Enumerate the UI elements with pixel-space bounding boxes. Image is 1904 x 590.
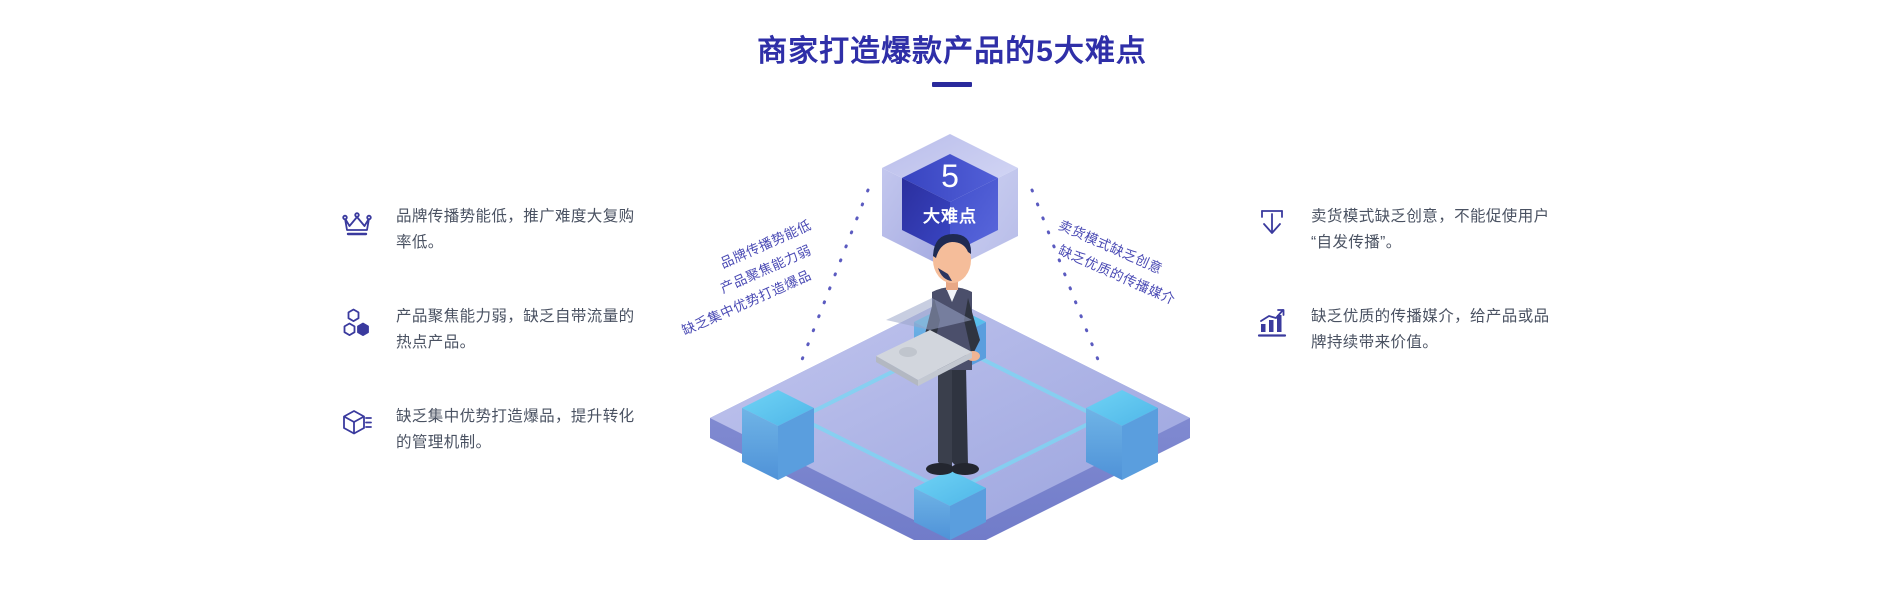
pillar-left <box>742 390 814 480</box>
hexagon-cluster-icon <box>340 306 374 340</box>
feature-item-label: 产品聚焦能力弱，缺乏自带流量的热点产品。 <box>396 308 635 351</box>
isometric-illustration <box>680 170 1220 540</box>
hexagon-badge-shape <box>882 134 1018 270</box>
feature-item-media-channel: 缺乏优质的传播媒介，给产品或品牌持续带来价值。 <box>1255 304 1585 356</box>
badge-number: 5 <box>941 158 959 194</box>
hexagon-badge: 5 大难点 <box>855 130 1045 290</box>
pillar-front <box>914 470 986 540</box>
feature-item-brand-reach: 品牌传播势能低，推广难度大复购率低。 <box>340 204 670 256</box>
badge-caption: 大难点 <box>923 207 977 226</box>
shoe-left <box>926 463 954 475</box>
feature-item-label: 品牌传播势能低，推广难度大复购率低。 <box>396 208 635 251</box>
feature-item-label: 缺乏优质的传播媒介，给产品或品牌持续带来价值。 <box>1311 308 1550 351</box>
connector-dots-left <box>796 188 870 372</box>
shoe-right <box>951 463 979 475</box>
feature-item-label: 缺乏集中优势打造爆品，提升转化的管理机制。 <box>396 408 635 451</box>
right-feature-column: 卖货模式缺乏创意，不能促使用户“自发传播”。 缺乏优质的传播媒介，给产品或品牌持… <box>1255 204 1585 404</box>
bar-chart-growth-icon <box>1255 306 1289 340</box>
title-underline-rule <box>932 82 972 87</box>
isometric-scene <box>710 188 1190 540</box>
feature-item-management-mechanism: 缺乏集中优势打造爆品，提升转化的管理机制。 <box>340 404 670 456</box>
title-block: 商家打造爆款产品的5大难点 <box>0 34 1904 87</box>
crown-icon <box>340 206 374 240</box>
download-arrow-icon <box>1255 206 1289 240</box>
feature-item-product-focus: 产品聚焦能力弱，缺乏自带流量的热点产品。 <box>340 304 670 356</box>
laptop <box>876 298 972 386</box>
box-list-icon <box>340 406 374 440</box>
connector-dots-right <box>1030 188 1104 372</box>
feature-item-label: 卖货模式缺乏创意，不能促使用户“自发传播”。 <box>1311 208 1550 251</box>
left-feature-column: 品牌传播势能低，推广难度大复购率低。 产品聚焦能力弱，缺乏自带流量的热点产品。 … <box>340 204 670 504</box>
center-illustration-stage: 5 大难点 品牌传播势能低 产品聚焦能力弱 缺乏集中优势打造爆品 卖货模式缺乏创… <box>640 110 1260 540</box>
feature-item-sales-creativity: 卖货模式缺乏创意，不能促使用户“自发传播”。 <box>1255 204 1585 256</box>
pillar-right <box>1086 390 1158 480</box>
page-title: 商家打造爆款产品的5大难点 <box>757 35 1147 68</box>
